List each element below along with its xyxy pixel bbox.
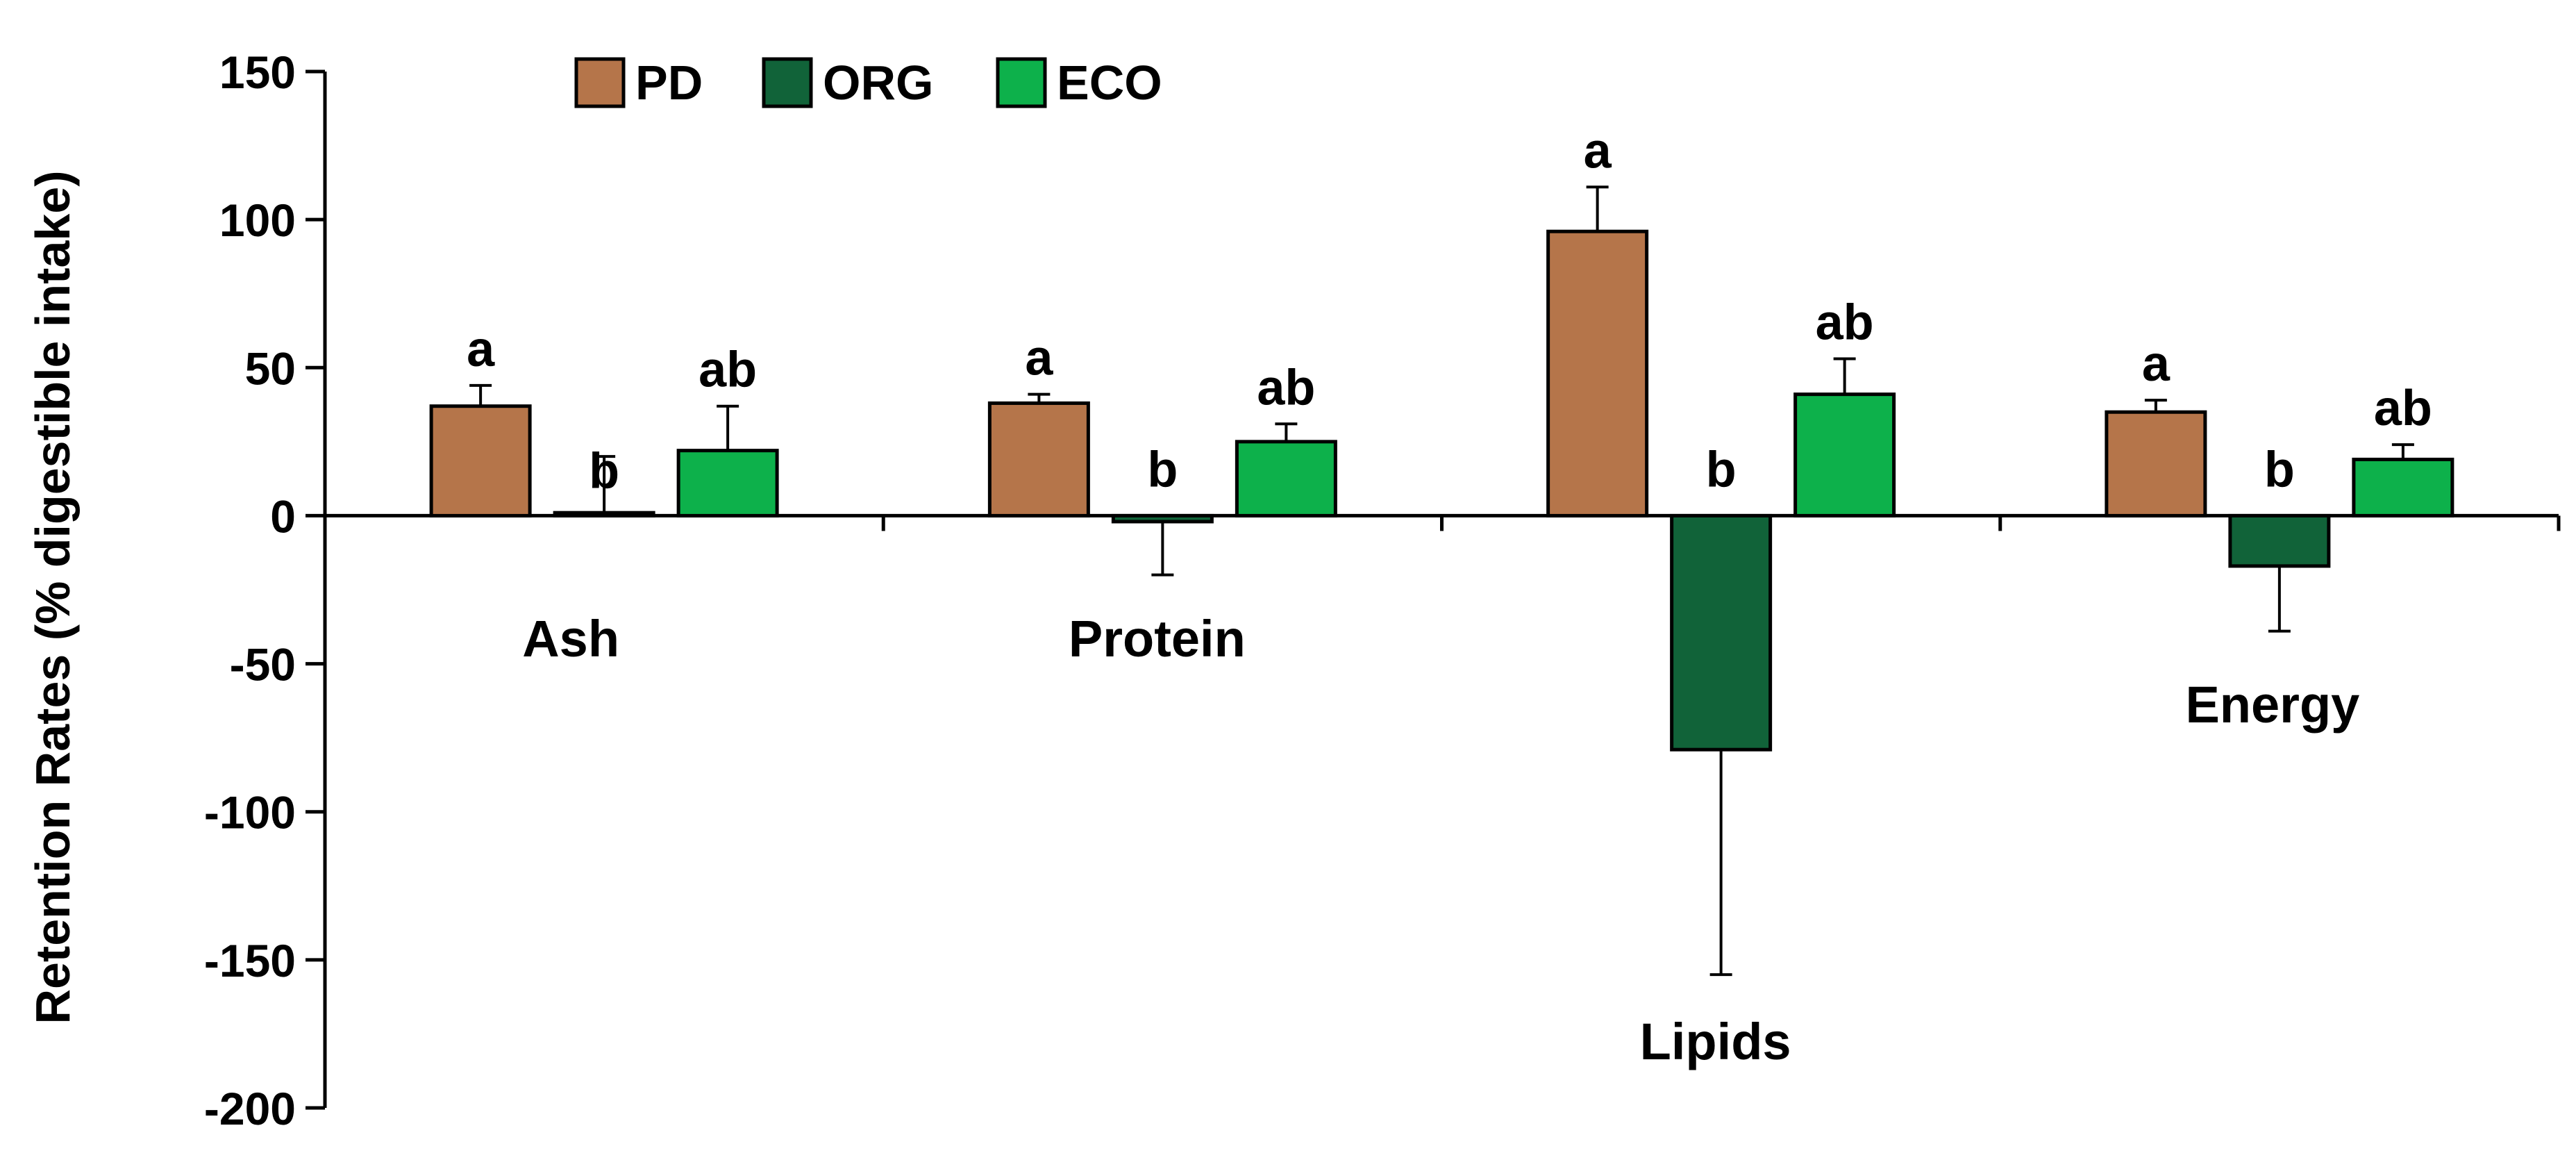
y-axis-title: Retention Rates (% digestible intake): [26, 170, 80, 1024]
y-tick-label: -150: [204, 935, 296, 986]
significance-letter: ab: [2374, 381, 2432, 436]
y-tick-label: 100: [219, 194, 296, 246]
plot-area: 150100500-50-100-150-200ababAshababProte…: [26, 47, 2561, 1134]
bar-org-lipids: [1670, 513, 1773, 752]
bar-eco-lipids: [1793, 392, 1896, 517]
significance-letter: a: [467, 322, 495, 377]
significance-letter: a: [2142, 336, 2171, 392]
bar-pd-lipids: [1546, 229, 1649, 517]
category-label-energy: Energy: [2185, 676, 2359, 734]
bar-eco-energy: [2352, 457, 2454, 517]
y-tick-label: -100: [204, 787, 296, 838]
bar-eco-ash: [676, 449, 779, 517]
category-label-protein: Protein: [1069, 610, 1246, 668]
legend-swatch-pd: [574, 57, 626, 108]
category-label-lipids: Lipids: [1640, 1013, 1791, 1070]
y-tick-label: 150: [219, 47, 296, 98]
significance-letter: ab: [1816, 295, 1874, 350]
significance-letter: ab: [699, 342, 757, 398]
legend-swatch-eco: [996, 57, 1047, 108]
legend-label-eco: ECO: [1057, 56, 1162, 110]
bar-pd-ash: [429, 404, 532, 517]
legend: PD ORG ECO: [574, 56, 1162, 110]
legend-label-pd: PD: [635, 56, 703, 110]
legend-swatch-org: [762, 57, 813, 108]
legend-label-org: ORG: [823, 56, 933, 110]
bar-pd-energy: [2105, 410, 2207, 517]
category-label-ash: Ash: [522, 610, 619, 668]
y-tick-label: -200: [204, 1083, 296, 1134]
y-tick-label: 0: [270, 490, 296, 542]
significance-letter: b: [1147, 442, 1178, 497]
bar-pd-protein: [987, 401, 1090, 517]
significance-letter: b: [2264, 442, 2295, 497]
significance-letter: a: [1025, 331, 1053, 386]
significance-letter: b: [589, 443, 619, 499]
bar-org-protein: [1111, 513, 1214, 524]
bar-org-ash: [553, 511, 655, 517]
bar-org-energy: [2228, 513, 2331, 568]
significance-letter: b: [1706, 442, 1737, 497]
y-tick-label: 50: [245, 342, 296, 394]
significance-letter: a: [1584, 123, 1612, 179]
y-tick-label: -50: [230, 639, 296, 690]
significance-letter: ab: [1257, 360, 1315, 415]
bar-eco-protein: [1235, 440, 1337, 517]
